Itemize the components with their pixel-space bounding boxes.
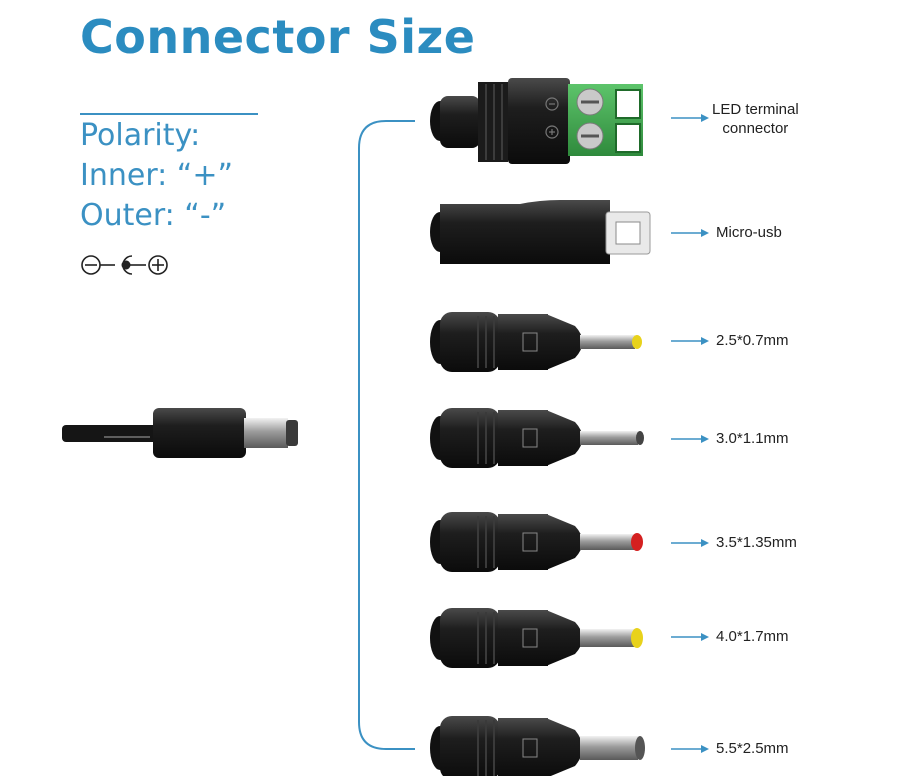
label-led-terminal-line1: LED terminal [712,101,799,118]
adapter-4-0x1-7 [430,608,643,668]
label-4-0x1-7: 4.0*1.7mm [716,628,789,645]
polarity-heading: Polarity: [80,118,201,153]
polarity-outer: Outer: “-” [80,198,227,233]
micro-usb-adapter [430,200,651,264]
led-terminal-adapter [430,78,643,164]
label-led-terminal-line2: connector [722,120,789,137]
polarity-inner: Inner: “+” [80,158,234,193]
arrow-icons [671,114,709,753]
dc-plug-cable [62,408,298,458]
adapter-5-5x2-5 [430,716,645,776]
polarity-symbol-icon [81,255,168,275]
label-2-5x0-7: 2.5*0.7mm [716,332,789,349]
label-3-5x1-35: 3.5*1.35mm [716,534,797,551]
adapter-2-5x0-7 [430,312,642,372]
adapter-3-5x1-35 [430,512,643,572]
label-led-terminal: LED terminal connector [712,100,799,138]
label-5-5x2-5: 5.5*2.5mm [716,740,789,757]
label-3-0x1-1: 3.0*1.1mm [716,430,789,447]
page-title: Connector Size [80,10,476,64]
polarity-divider [80,113,258,115]
adapter-3-0x1-1 [430,408,644,468]
label-micro-usb: Micro-usb [716,224,782,241]
